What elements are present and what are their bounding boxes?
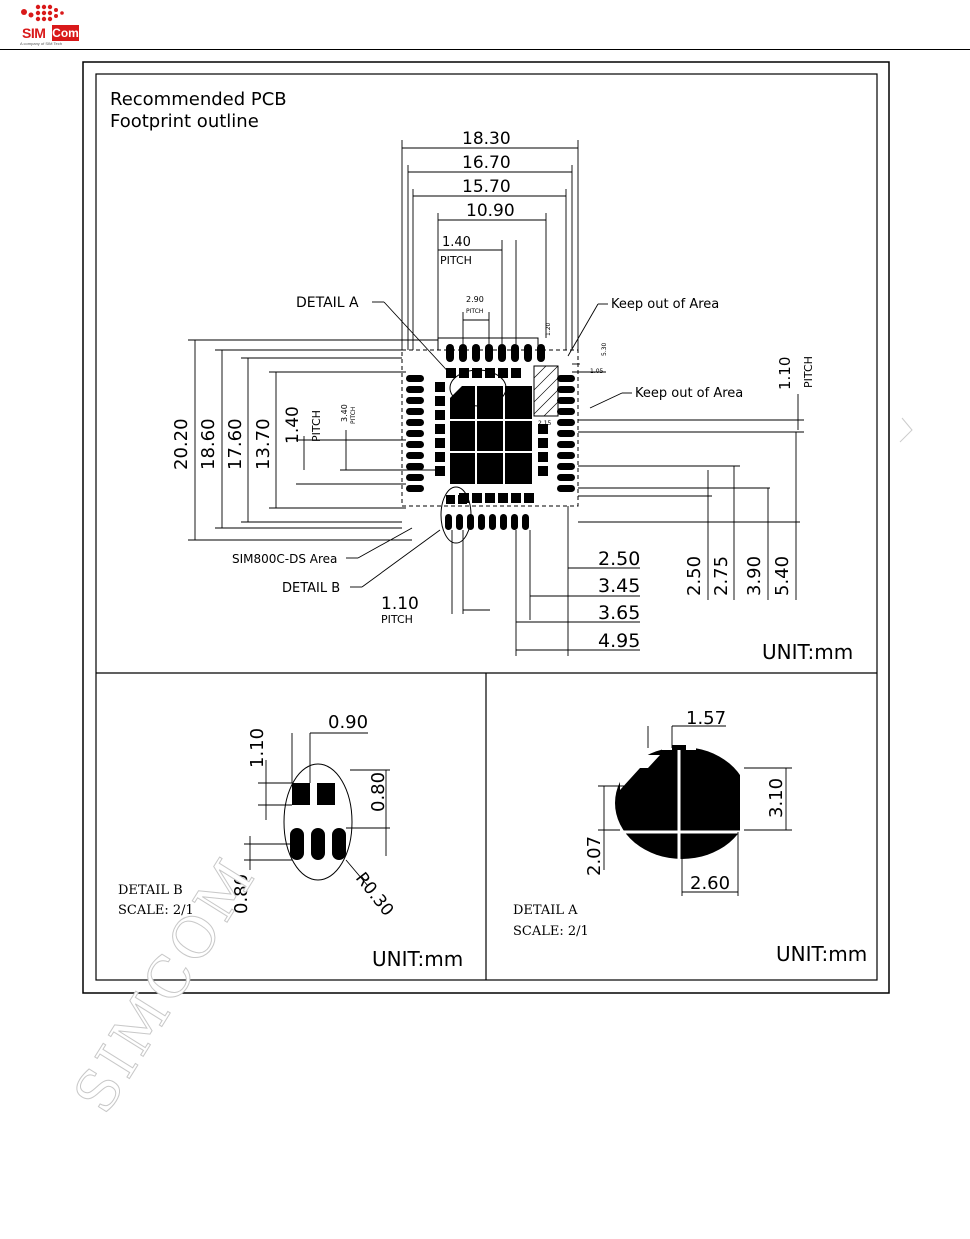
pads-top-row [446, 344, 545, 362]
detail-a-dim-3-10: 3.10 [766, 778, 787, 818]
dim-18-60: 18.60 [198, 418, 219, 470]
detail-a-circle [449, 369, 507, 407]
right-pitch-label: PITCH [802, 356, 815, 388]
dim-right-2-75: 2.75 [711, 556, 732, 596]
detail-b-radius: R0.30 [351, 869, 397, 920]
pitch-top-value: 1.40 [442, 235, 471, 250]
keepout-area-hatch [533, 365, 559, 417]
bottom-pitch-value: 1.10 [381, 594, 419, 614]
module-top-tab [437, 337, 539, 350]
detail-b-pads [290, 783, 346, 860]
simcom-logo: SIM Com A company of SIM Tech [18, 2, 88, 46]
dim-bottom-3-65: 3.65 [598, 602, 640, 624]
dim-2-15: 2.15 [538, 420, 552, 427]
dim-right-3-90: 3.90 [744, 556, 765, 596]
callout-ds-area: SIM800C-DS Area [232, 552, 337, 566]
bottom-pitch-label: PITCH [381, 613, 413, 626]
pitch-top-label: PITCH [440, 254, 472, 267]
detail-a-scale: SCALE: 2/1 [513, 924, 589, 939]
logo-sim-text: SIM [22, 25, 46, 41]
main-unit-label: UNIT:mm [762, 640, 853, 664]
left-small-pitch-label: PITCH [350, 407, 357, 424]
outer-frame [82, 61, 890, 994]
dim-bottom-2-50: 2.50 [598, 548, 640, 570]
dim-right-5-40: 5.40 [772, 556, 793, 596]
detail-a-unit-label: UNIT:mm [776, 942, 867, 966]
dim-17-60: 17.60 [225, 418, 246, 470]
detail-a-dim-2-60: 2.60 [690, 873, 730, 894]
title-line2: Footprint outline [110, 111, 259, 132]
dim-1-05: 1.05 [590, 368, 604, 375]
detail-b-unit-label: UNIT:mm [372, 947, 463, 971]
detail-b-label: DETAIL B [118, 883, 183, 898]
callout-keepout-2: Keep out of Area [635, 386, 743, 401]
logo-dots-icon [21, 4, 64, 22]
page-header: SIM Com A company of SIM Tech [0, 0, 970, 52]
small-pitch-label: PITCH [466, 308, 483, 315]
dim-10-90: 10.90 [466, 201, 515, 221]
detail-b-circle [440, 486, 472, 544]
detail-b-dim-1-10: 1.10 [247, 728, 268, 768]
header-rule [0, 49, 970, 50]
left-small-pitch-value: 3.40 [340, 404, 349, 422]
pads-right-column [557, 375, 575, 492]
detail-a-label: DETAIL A [513, 903, 578, 918]
logo-com-text: Com [52, 25, 79, 41]
dim-bottom-3-45: 3.45 [598, 575, 640, 597]
detail-b-scale: SCALE: 2/1 [118, 903, 194, 918]
dim-1-20: 1.20 [545, 322, 552, 336]
dim-20-20: 20.20 [171, 418, 192, 470]
dim-18-30: 18.30 [462, 129, 511, 149]
edge-mark-icon [899, 417, 913, 443]
dim-16-70: 16.70 [462, 153, 511, 173]
detail-b-dim-0-80-b: 0.80 [231, 874, 252, 914]
detail-b-outline [283, 763, 353, 881]
right-pitch-value: 1.10 [776, 357, 794, 390]
callout-detail-b: DETAIL B [282, 581, 340, 596]
detail-a-dim-1-57: 1.57 [686, 708, 726, 729]
detail-b-dim-0-80-a: 0.80 [368, 772, 389, 812]
dim-right-2-50: 2.50 [684, 556, 705, 596]
dim-13-70: 13.70 [253, 418, 274, 470]
left-pitch-value: 1.40 [283, 406, 303, 444]
dim-15-70: 15.70 [462, 177, 511, 197]
callout-detail-a: DETAIL A [296, 295, 359, 311]
pads-left-column [406, 375, 424, 492]
detail-a-dim-2-07: 2.07 [584, 836, 605, 876]
small-pitch-value: 2.90 [466, 295, 484, 304]
dim-5-30: 5.30 [601, 342, 608, 356]
logo-tagline: A company of SIM Tech [20, 41, 62, 46]
center-ground-pad [450, 386, 532, 484]
dim-bottom-4-95: 4.95 [598, 630, 640, 652]
callout-keepout-1: Keep out of Area [611, 297, 719, 312]
title-line1: Recommended PCB [110, 89, 287, 110]
detail-b-dim-0-90: 0.90 [328, 712, 368, 733]
left-pitch-label: PITCH [310, 410, 323, 442]
